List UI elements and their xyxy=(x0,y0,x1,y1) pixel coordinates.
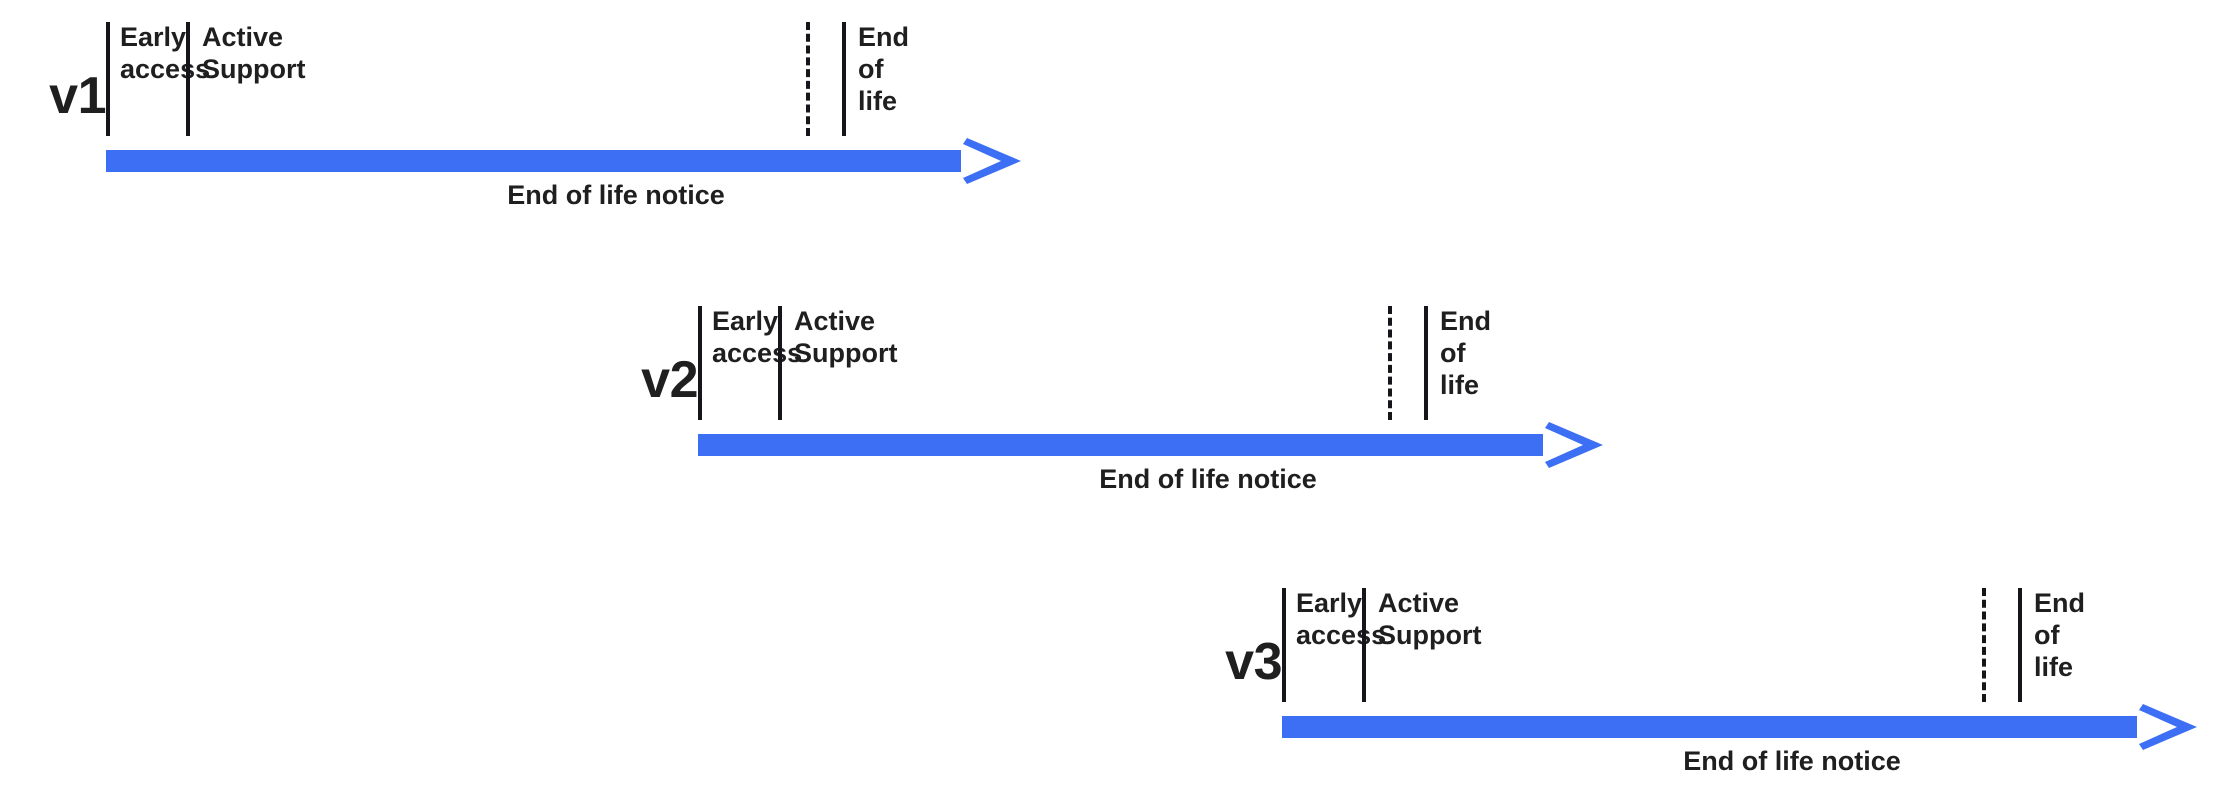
bar-caption-end-of-life-notice: End of life notice xyxy=(1099,464,1317,494)
version-label-v2: v2 xyxy=(641,351,698,409)
early-access-end-tick xyxy=(1362,588,1366,702)
segment-label-early-access: Early access xyxy=(120,22,211,84)
end-of-life-tick xyxy=(842,22,846,136)
timeline-start-tick xyxy=(1282,588,1286,702)
segment-label-end-of-life: End of life xyxy=(2034,588,2085,682)
timeline-start-tick xyxy=(106,22,110,136)
timeline-arrow-bar: End of life notice xyxy=(698,420,1605,510)
timeline-bar xyxy=(698,434,1543,456)
segment-label-active-support: Active Support xyxy=(794,306,898,368)
segment-label-early-access: Early access xyxy=(1296,588,1387,650)
early-access-end-tick xyxy=(186,22,190,136)
early-access-end-tick xyxy=(778,306,782,420)
timeline-arrow-bar: End of life notice xyxy=(1282,702,2199,792)
end-of-life-notice-marker xyxy=(1388,306,1392,420)
timeline-bar xyxy=(1282,716,2137,738)
segment-label-end-of-life: End of life xyxy=(1440,306,1491,400)
segment-label-end-of-life: End of life xyxy=(858,22,909,116)
segment-label-active-support: Active Support xyxy=(202,22,306,84)
end-of-life-tick xyxy=(1424,306,1428,420)
version-label-v1: v1 xyxy=(49,67,106,125)
arrow-right-icon xyxy=(2137,702,2199,752)
timeline-arrow-bar: End of life notice xyxy=(106,136,1023,226)
timeline-bar xyxy=(106,150,961,172)
bar-caption-end-of-life-notice: End of life notice xyxy=(507,180,725,210)
end-of-life-tick xyxy=(2018,588,2022,702)
timeline-start-tick xyxy=(698,306,702,420)
arrow-right-icon xyxy=(961,136,1023,186)
version-label-v3: v3 xyxy=(1225,633,1282,691)
arrow-right-icon xyxy=(1543,420,1605,470)
segment-label-early-access: Early access xyxy=(712,306,803,368)
end-of-life-notice-marker xyxy=(806,22,810,136)
segment-label-active-support: Active Support xyxy=(1378,588,1482,650)
end-of-life-notice-marker xyxy=(1982,588,1986,702)
bar-caption-end-of-life-notice: End of life notice xyxy=(1683,746,1901,776)
